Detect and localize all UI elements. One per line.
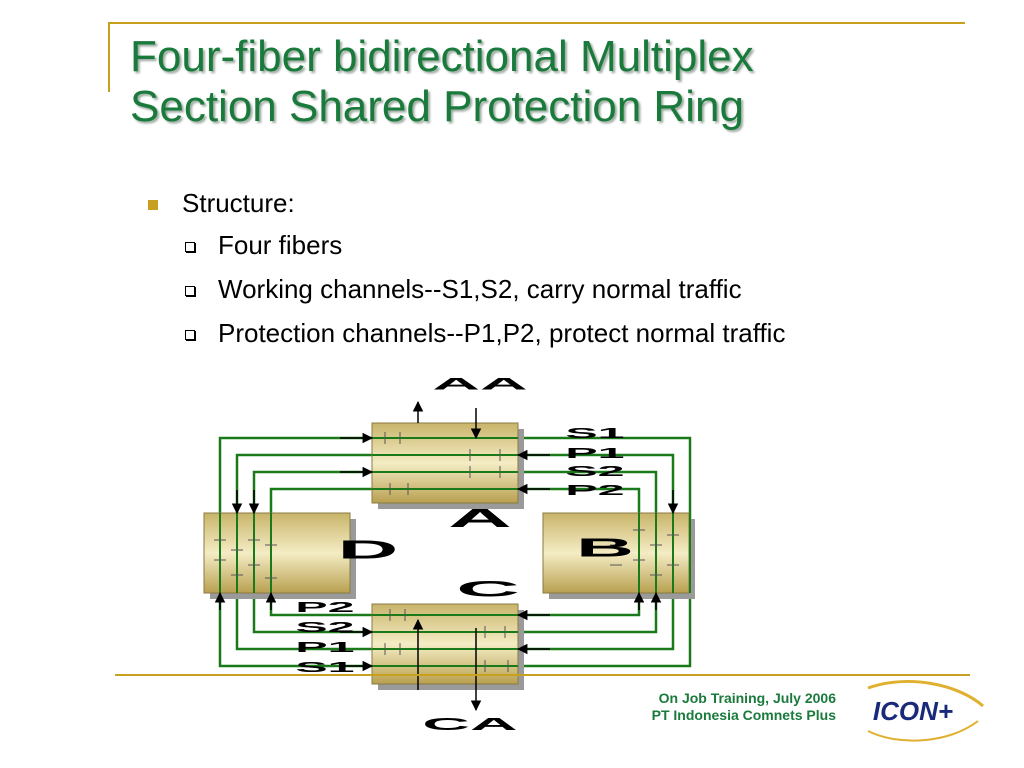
- footer-text: On Job Training, July 2006 PT Indonesia …: [652, 690, 836, 724]
- node-label-a: A: [448, 504, 512, 533]
- traffic-arrows: [214, 400, 679, 712]
- right-channel-label: P2: [565, 482, 624, 498]
- node-box: [371, 422, 519, 504]
- left-channel-label: P1: [295, 639, 354, 655]
- node-d: [203, 512, 356, 599]
- subbullet-working-channels: Working channels--S1,S2, carry normal tr…: [148, 272, 948, 306]
- subbullet-protection-channels: Protection channels--P1,P2, protect norm…: [148, 316, 908, 350]
- node-c: [371, 603, 524, 690]
- footer-line-2: PT Indonesia Comnets Plus: [651, 707, 836, 723]
- title-frame-top: [110, 22, 965, 24]
- bottom-label: CA: [422, 714, 517, 734]
- node-box: [203, 512, 351, 594]
- node-a: [371, 422, 524, 509]
- footer-divider-left: [115, 674, 840, 676]
- node-box: [371, 603, 519, 685]
- hollow-square-bullet-icon: [185, 286, 195, 296]
- hollow-square-bullet-icon: [185, 330, 195, 340]
- slide-title: Four-fiber bidirectional Multiplex Secti…: [130, 32, 1010, 132]
- subbullet-text: Protection channels--P1,P2, protect norm…: [218, 318, 786, 348]
- bullet-text: Structure:: [182, 188, 295, 218]
- connector-marks: [214, 432, 679, 672]
- footer-line-1: On Job Training, July 2006: [658, 690, 836, 706]
- node-label-c: C: [456, 577, 520, 602]
- icon-plus-logo: ICON+: [867, 680, 984, 742]
- fiber-over-nodes: [219, 437, 691, 667]
- right-channel-label: S1: [565, 425, 624, 441]
- bullet-structure: Structure:: [148, 188, 948, 228]
- logo-text: ICON+: [873, 696, 953, 726]
- left-channel-label: S1: [295, 659, 354, 675]
- node-labels: A B C D AA CA S1 P1 S2 P2 P2 S2 P1 S1: [295, 375, 633, 735]
- left-channel-label: S2: [295, 619, 354, 635]
- subbullet-text: Working channels--S1,S2, carry normal tr…: [218, 274, 742, 304]
- node-label-d: D: [338, 536, 399, 565]
- footer-divider-right: [840, 674, 970, 676]
- title-line-2: Section Shared Protection Ring: [130, 82, 744, 131]
- right-channel-label: P1: [565, 445, 624, 461]
- top-label: AA: [432, 375, 527, 394]
- left-channel-label: P2: [295, 599, 354, 615]
- hollow-square-bullet-icon: [185, 242, 195, 252]
- node-label-b: B: [576, 533, 634, 562]
- title-line-1: Four-fiber bidirectional Multiplex: [130, 32, 754, 81]
- subbullet-text: Four fibers: [218, 230, 343, 260]
- subbullet-four-fibers: Four fibers: [148, 228, 948, 262]
- right-channel-label: S2: [565, 463, 624, 479]
- bullet-list: Structure: Four fibers Working channels-…: [148, 188, 948, 360]
- title-frame-left: [108, 22, 110, 92]
- square-bullet-icon: [148, 200, 158, 210]
